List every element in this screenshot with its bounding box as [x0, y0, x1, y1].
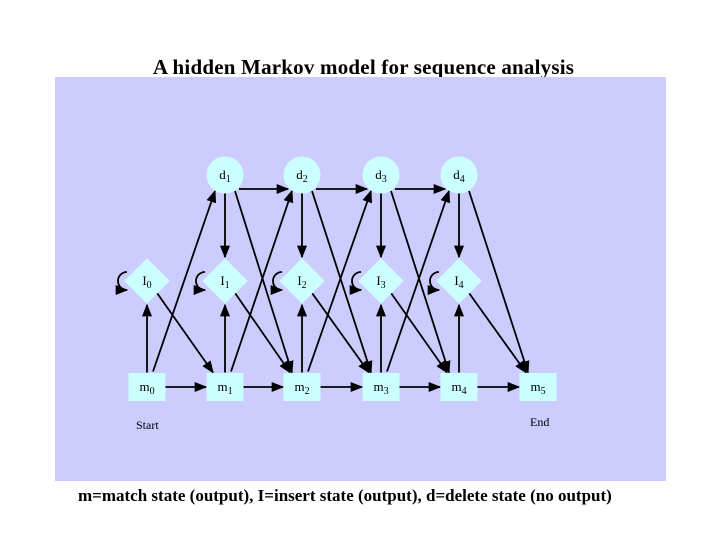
delete-state-label-d4: d4: [453, 167, 465, 185]
match-state-m1: [206, 373, 244, 401]
edge-d4-to-m5: [468, 190, 530, 374]
edge-d3-to-m4: [390, 190, 451, 374]
edge-I4-to-m5: [468, 292, 527, 374]
insert-self-loop-I4: [427, 271, 441, 296]
diagram-title: A hidden Markov model for sequence analy…: [152, 55, 575, 79]
match-state-m4: [440, 373, 478, 401]
edge-I3-to-m4: [390, 292, 448, 374]
edge-m0-to-d1: [152, 189, 217, 372]
insert-state-label-I0: I0: [142, 273, 151, 291]
match-state-m2: [283, 373, 321, 401]
insert-state-I0: [124, 258, 170, 304]
delete-state-label-d3: d3: [375, 167, 387, 185]
edge-I2-to-m3: [311, 292, 370, 374]
delete-state-label-d1: d1: [219, 167, 231, 185]
insert-self-loop-I2: [270, 271, 284, 296]
edge-d1-to-m2: [234, 190, 294, 374]
end-label: End: [530, 415, 550, 429]
match-state-label-m0: m0: [139, 379, 154, 397]
insert-state-label-I4: I4: [454, 273, 463, 291]
edge-I1-to-m2: [234, 292, 291, 374]
insert-state-I1: [202, 258, 248, 304]
insert-self-loop-I0: [115, 271, 129, 296]
insert-self-loop-I1: [193, 271, 207, 296]
insert-state-label-I3: I3: [376, 273, 385, 291]
match-state-label-m1: m1: [217, 379, 232, 397]
insert-state-label-I2: I2: [297, 273, 306, 291]
match-state-m5: [519, 373, 557, 401]
insert-self-loop-I3: [349, 271, 363, 296]
match-state-m3: [362, 373, 400, 401]
match-state-label-m3: m3: [373, 379, 388, 397]
delete-state-d3: [362, 156, 400, 194]
match-state-label-m2: m2: [294, 379, 309, 397]
insert-state-I4: [436, 258, 482, 304]
edge-m3-to-d4: [386, 189, 451, 372]
match-state-label-m4: m4: [451, 379, 466, 397]
edge-m1-to-d2: [230, 189, 294, 372]
delete-state-d4: [440, 156, 478, 194]
delete-state-d1: [206, 156, 244, 194]
edge-m2-to-d3: [307, 189, 373, 372]
delete-state-d2: [283, 156, 321, 194]
start-label: Start: [136, 418, 159, 432]
edge-I0-to-m1: [156, 292, 214, 374]
insert-state-label-I1: I1: [220, 273, 229, 291]
edge-d2-to-m3: [311, 190, 373, 374]
legend-caption: m=match state (output), I=insert state (…: [78, 486, 612, 505]
match-state-label-m5: m5: [530, 379, 545, 397]
delete-state-label-d2: d2: [296, 167, 308, 185]
match-state-m0: [128, 373, 166, 401]
insert-state-I2: [279, 258, 325, 304]
insert-state-I3: [358, 258, 404, 304]
